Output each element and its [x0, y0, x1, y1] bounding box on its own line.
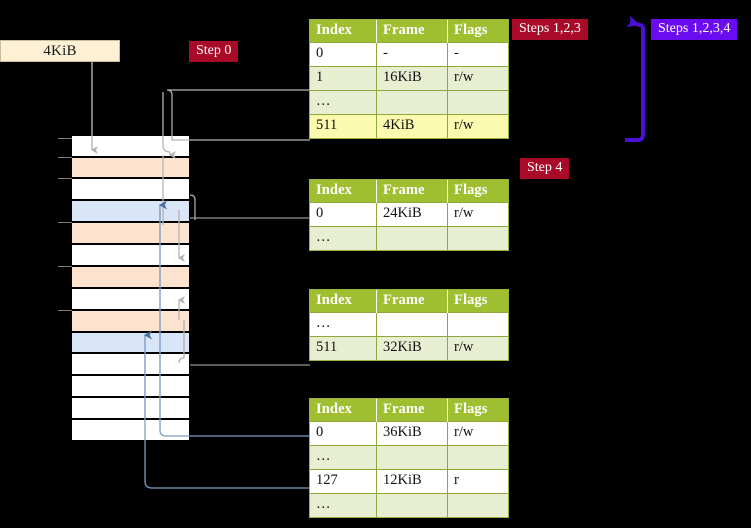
cell-flags: r/w [447, 114, 508, 138]
table-row: … [310, 226, 508, 250]
cell-frame: 16KiB [376, 66, 448, 91]
col-flags: Flags [447, 20, 508, 43]
cell-frame [376, 312, 448, 337]
cell-flags [447, 90, 508, 115]
table-row: … [310, 312, 508, 337]
cell-frame: 36KiB [376, 421, 448, 446]
memory-row [71, 310, 190, 332]
memory-tick [58, 266, 72, 267]
col-frame: Frame [376, 399, 448, 422]
physical-memory-column [71, 135, 190, 441]
table-header-row: Index Frame Flags [310, 20, 508, 43]
cell-index: … [310, 226, 377, 250]
cell-flags [447, 445, 508, 470]
col-flags: Flags [447, 180, 508, 203]
table-row: 0 36KiB r/w [310, 421, 508, 446]
cell-index: 511 [310, 336, 377, 360]
memory-row [71, 353, 190, 375]
cell-flags: - [447, 42, 508, 67]
cell-index: 0 [310, 202, 377, 227]
col-index: Index [310, 399, 377, 422]
memory-block-4kib: 4KiB [0, 40, 120, 62]
cell-flags: r/w [447, 66, 508, 91]
cell-flags: r [447, 469, 508, 494]
col-frame: Frame [376, 180, 448, 203]
page-table-pt: Index Frame Flags 0 36KiB r/w … 127 12Ki… [310, 399, 508, 517]
memory-tick [58, 138, 72, 139]
table-row: 0 24KiB r/w [310, 202, 508, 227]
cell-frame: 4KiB [376, 114, 448, 138]
table-header-row: Index Frame Flags [310, 399, 508, 422]
cell-frame: 12KiB [376, 469, 448, 494]
page-table-pd: Index Frame Flags … 511 32KiB r/w [310, 290, 508, 360]
memory-row [71, 244, 190, 266]
badge-step-0: Step 0 [189, 41, 239, 62]
page-table-pdpt: Index Frame Flags 0 24KiB r/w … [310, 180, 508, 250]
memory-tick [58, 222, 72, 223]
cell-frame [376, 493, 448, 517]
table-row-highlighted: 511 4KiB r/w [310, 114, 508, 138]
table-header-row: Index Frame Flags [310, 180, 508, 203]
table-header-row: Index Frame Flags [310, 290, 508, 313]
table-row: 0 - - [310, 42, 508, 67]
badge-steps-123: Steps 1,2,3 [512, 19, 588, 40]
cell-index: 511 [310, 114, 377, 138]
wire-violet-arrowhead [626, 15, 644, 28]
memory-row [71, 178, 190, 200]
cell-index: … [310, 90, 377, 115]
memory-tick [58, 157, 72, 158]
table-row: 511 32KiB r/w [310, 336, 508, 360]
cell-frame: 24KiB [376, 202, 448, 227]
badge-steps-1234: Steps 1,2,3,4 [651, 19, 738, 40]
cell-index: 1 [310, 66, 377, 91]
table-row: 1 16KiB r/w [310, 66, 508, 91]
memory-row [71, 222, 190, 244]
memory-tick [58, 178, 72, 179]
badge-step-4: Step 4 [520, 158, 570, 179]
col-frame: Frame [376, 290, 448, 313]
col-flags: Flags [447, 290, 508, 313]
cell-frame [376, 445, 448, 470]
page-table-pml4: Index Frame Flags 0 - - 1 16KiB r/w … [310, 20, 508, 138]
cell-flags [447, 226, 508, 250]
memory-row [71, 332, 190, 353]
wire-t0-511 [166, 89, 310, 141]
memory-row [71, 266, 190, 288]
memory-row [71, 397, 190, 419]
col-index: Index [310, 290, 377, 313]
cell-frame: 32KiB [376, 336, 448, 360]
cell-frame [376, 90, 448, 115]
memory-row [71, 135, 190, 157]
table-row: … [310, 493, 508, 517]
cell-index: 0 [310, 421, 377, 446]
cell-index: … [310, 312, 377, 337]
memory-row [71, 157, 190, 178]
wire-t1-hook-a [189, 194, 196, 220]
memory-row [71, 200, 190, 222]
cell-flags [447, 493, 508, 517]
memory-row [71, 375, 190, 397]
table-row: … [310, 90, 508, 115]
cell-flags [447, 312, 508, 337]
cell-frame: - [376, 42, 448, 67]
table-row: … [310, 445, 508, 470]
memory-row [71, 288, 190, 310]
wire-violet-bracket [625, 26, 645, 142]
cell-flags: r/w [447, 202, 508, 227]
cell-index: 127 [310, 469, 377, 494]
col-flags: Flags [447, 399, 508, 422]
cell-index: … [310, 445, 377, 470]
col-index: Index [310, 180, 377, 203]
cell-index: … [310, 493, 377, 517]
cell-flags: r/w [447, 336, 508, 360]
cell-flags: r/w [447, 421, 508, 446]
col-index: Index [310, 20, 377, 43]
cell-index: 0 [310, 42, 377, 67]
col-frame: Frame [376, 20, 448, 43]
memory-tick [58, 310, 72, 311]
table-row: 127 12KiB r [310, 469, 508, 494]
memory-row [71, 419, 190, 441]
cell-frame [376, 226, 448, 250]
